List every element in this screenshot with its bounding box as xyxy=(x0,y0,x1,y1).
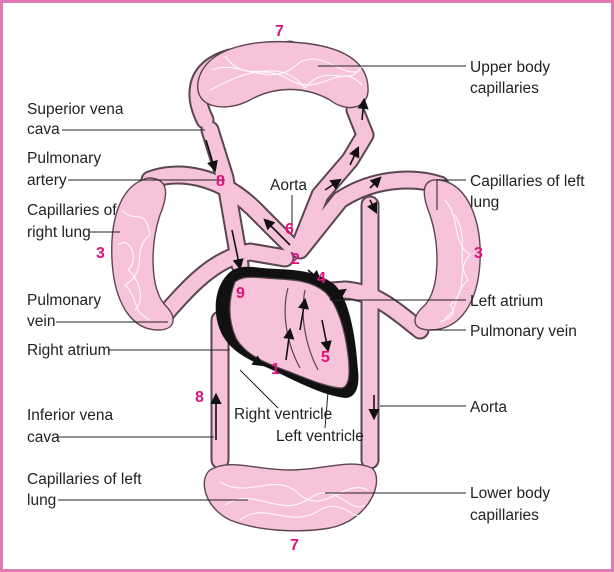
label-cap-left-lung-bottom-line2: lung xyxy=(27,492,56,509)
number-left-atrium: 4 xyxy=(317,270,326,287)
label-pulmonary-vein-right: Pulmonary vein xyxy=(470,323,577,340)
number-inferior: 8 xyxy=(195,389,204,406)
left-lung-capillaries xyxy=(414,179,481,331)
label-inferior-vena-cava-line1: Inferior vena xyxy=(27,407,114,424)
label-upper-body-line1: Upper body xyxy=(470,59,550,76)
label-pulmonary-artery-line2: artery xyxy=(27,172,67,189)
label-superior-vena-cava-line2: cava xyxy=(27,121,60,138)
number-left-ventricle: 5 xyxy=(321,349,330,366)
label-upper-body-line2: capillaries xyxy=(470,80,539,97)
label-pulmonary-vein-left-line1: Pulmonary xyxy=(27,292,101,309)
upper-body-capillaries xyxy=(197,40,369,109)
step-numbers: 7 7 3 3 8 8 6 2 4 5 9 1 xyxy=(96,23,483,554)
label-inferior-vena-cava-line2: cava xyxy=(27,429,60,446)
label-left-ventricle: Left ventricle xyxy=(276,428,364,445)
label-aorta-right: Aorta xyxy=(470,399,507,416)
label-cap-left-lung-bottom-line1: Capillaries of left xyxy=(27,471,142,488)
label-right-ventricle: Right ventricle xyxy=(234,406,332,423)
label-cap-left-lung-right-line1: Capillaries of left xyxy=(470,173,585,190)
label-left-atrium: Left atrium xyxy=(470,293,543,310)
label-cap-right-lung-line1: Capillaries of xyxy=(27,202,117,219)
label-lower-body-line1: Lower body xyxy=(470,485,550,502)
label-cap-right-lung-line2: right lung xyxy=(27,224,91,241)
leader-lines xyxy=(56,65,466,501)
label-right-atrium: Right atrium xyxy=(27,342,111,359)
lower-body-capillaries xyxy=(203,463,378,532)
label-superior-vena-cava-line1: Superior vena xyxy=(27,101,124,118)
number-pulm-trunk: 2 xyxy=(291,251,300,268)
label-aorta-top: Aorta xyxy=(270,177,307,194)
number-aorta-arch: 6 xyxy=(285,221,294,238)
number-superior: 8 xyxy=(216,173,225,190)
label-pulmonary-artery-line1: Pulmonary xyxy=(27,150,101,167)
labels: Superior vena cava Pulmonary artery Capi… xyxy=(27,59,585,524)
label-lower-body-line2: capillaries xyxy=(470,507,539,524)
number-right-ventricle: 1 xyxy=(271,361,280,378)
number-right-atrium: 9 xyxy=(236,285,245,302)
number-bottom: 7 xyxy=(290,537,299,554)
number-left-lung: 3 xyxy=(474,245,483,262)
number-right-lung: 3 xyxy=(96,245,105,262)
right-lung-capillaries xyxy=(111,177,174,331)
label-pulmonary-vein-left-line2: vein xyxy=(27,313,55,330)
flow-arrows xyxy=(205,97,382,440)
number-top: 7 xyxy=(275,23,284,40)
label-cap-left-lung-right-line2: lung xyxy=(470,194,499,211)
